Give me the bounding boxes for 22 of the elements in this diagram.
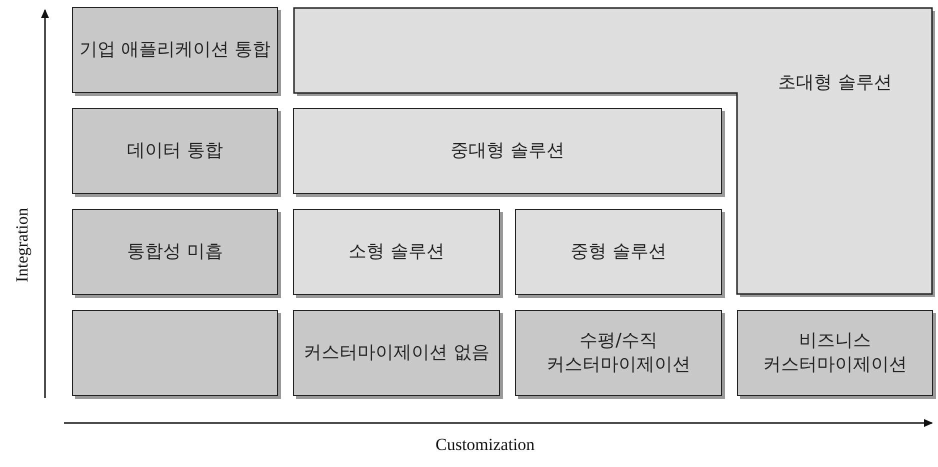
category-box: [293, 108, 722, 194]
category-box: [515, 209, 722, 295]
category-label: 수평/수직 커스터마이제이션: [546, 328, 692, 377]
category-label: 중대형 솔루션: [450, 138, 566, 163]
category-box: [72, 108, 278, 194]
category-label: 커스터마이제이션 없음: [302, 340, 490, 365]
category-label: 초대형 솔루션: [777, 71, 893, 95]
category-box: [72, 310, 278, 396]
category-label: 중형 솔루션: [570, 240, 668, 264]
category-box: [515, 310, 722, 396]
axis-label: Integration: [12, 208, 32, 282]
category-box: [72, 7, 278, 93]
category-box: [737, 310, 933, 396]
category-label: 데이터 통합: [126, 138, 224, 163]
category-box: [72, 209, 278, 295]
category-box: [293, 310, 500, 396]
axis-label: Customization: [436, 435, 535, 455]
category-label: 비즈니스 커스터마이제이션: [762, 328, 908, 377]
category-label: 소형 솔루션: [348, 240, 446, 264]
category-label: 통합성 미흡: [126, 240, 224, 264]
category-label: 기업 애플리케이션 통합: [78, 38, 272, 62]
category-box: [293, 209, 500, 295]
